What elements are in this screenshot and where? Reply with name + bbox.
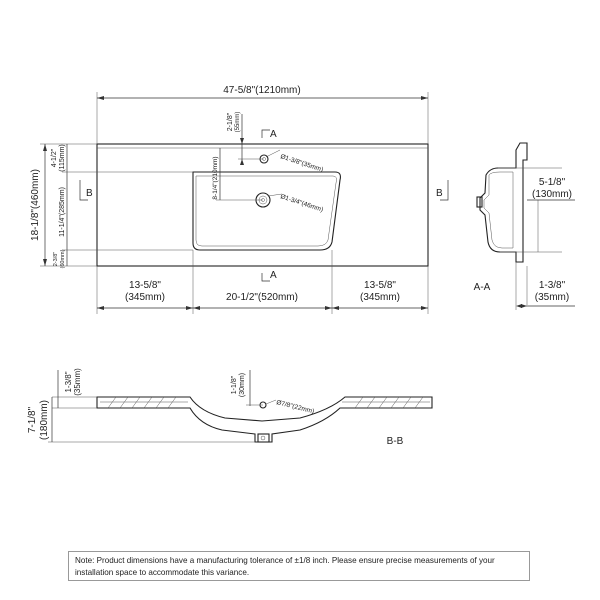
section-aa-label: A-A <box>474 282 491 293</box>
top-view: 47-5/8"(1210mm) 18-1/8"(460mm) 4-1/2" (1… <box>30 85 449 314</box>
overflow-offset-label: 1-1/8" <box>231 375 238 394</box>
bb-overall-height-label: 7-1/8" <box>27 406 38 433</box>
section-mark-b-right: B <box>436 188 443 199</box>
bowl-outline <box>192 171 341 251</box>
aa-top-thickness-label: 1-3/8" <box>539 280 566 291</box>
back-edge-mm-label: (60mm) <box>60 249 66 268</box>
bowl-width-label: 20-1/2"(520mm) <box>226 292 298 303</box>
bowl-inner-label: 8-1/4"(210mm) <box>212 156 219 199</box>
section-bb-label: B-B <box>387 436 404 447</box>
section-mark-b-left: B <box>86 188 93 199</box>
aa-top-thickness-mm-label: (35mm) <box>535 292 569 303</box>
aa-bowl-height-label: 5-1/8" <box>539 177 566 188</box>
drain-hole-label: Ø1-3/4"(46mm) <box>279 193 324 213</box>
section-bb: 1-3/8" (35mm) 7-1/8" (180mm) 1-1/8" (30m… <box>27 368 433 447</box>
faucet-offset-mm-label: (55mm) <box>235 112 241 133</box>
overflow-hole-label: Ø7/8"(22mm) <box>276 399 315 415</box>
bowl-depth-label: 11-1/4"(285mm) <box>59 187 66 237</box>
overall-width-label: 47-5/8"(1210mm) <box>223 85 300 96</box>
tolerance-note: Note: Product dimensions have a manufact… <box>68 551 530 581</box>
front-to-bowl-label: 4-1/2" <box>51 148 58 167</box>
bb-hatching <box>107 396 424 409</box>
overall-depth-label: 18-1/8"(460mm) <box>30 169 41 241</box>
left-width-mm-label: (345mm) <box>125 292 165 303</box>
back-edge-label: 2-3/8" <box>53 252 59 267</box>
bowl-inner-outline <box>195 175 337 247</box>
right-width-mm-label: (345mm) <box>360 292 400 303</box>
bb-top-thickness-mm-label: (35mm) <box>73 368 82 396</box>
section-aa: 5-1/8" (130mm) 1-3/8" (35mm) A-A <box>474 142 575 310</box>
section-mark-a-bottom: A <box>270 270 277 281</box>
section-aa-profile <box>479 142 528 263</box>
right-width-label: 13-5/8" <box>364 280 396 291</box>
countertop-outline <box>96 143 429 267</box>
section-mark-a-top: A <box>270 129 277 140</box>
front-to-bowl-mm-label: (115mm) <box>59 144 66 171</box>
bb-top-thickness-label: 1-3/8" <box>64 371 73 392</box>
faucet-offset-label: 2-1/8" <box>227 112 234 131</box>
faucet-hole-label: Ø1-3/8"(35mm) <box>279 153 324 173</box>
aa-bowl-height-mm-label: (130mm) <box>532 189 572 200</box>
overflow-offset-mm-label: (30mm) <box>239 373 246 397</box>
left-width-label: 13-5/8" <box>129 280 161 291</box>
bb-overall-height-mm-label: (180mm) <box>39 400 50 440</box>
section-bb-profile <box>96 396 433 443</box>
